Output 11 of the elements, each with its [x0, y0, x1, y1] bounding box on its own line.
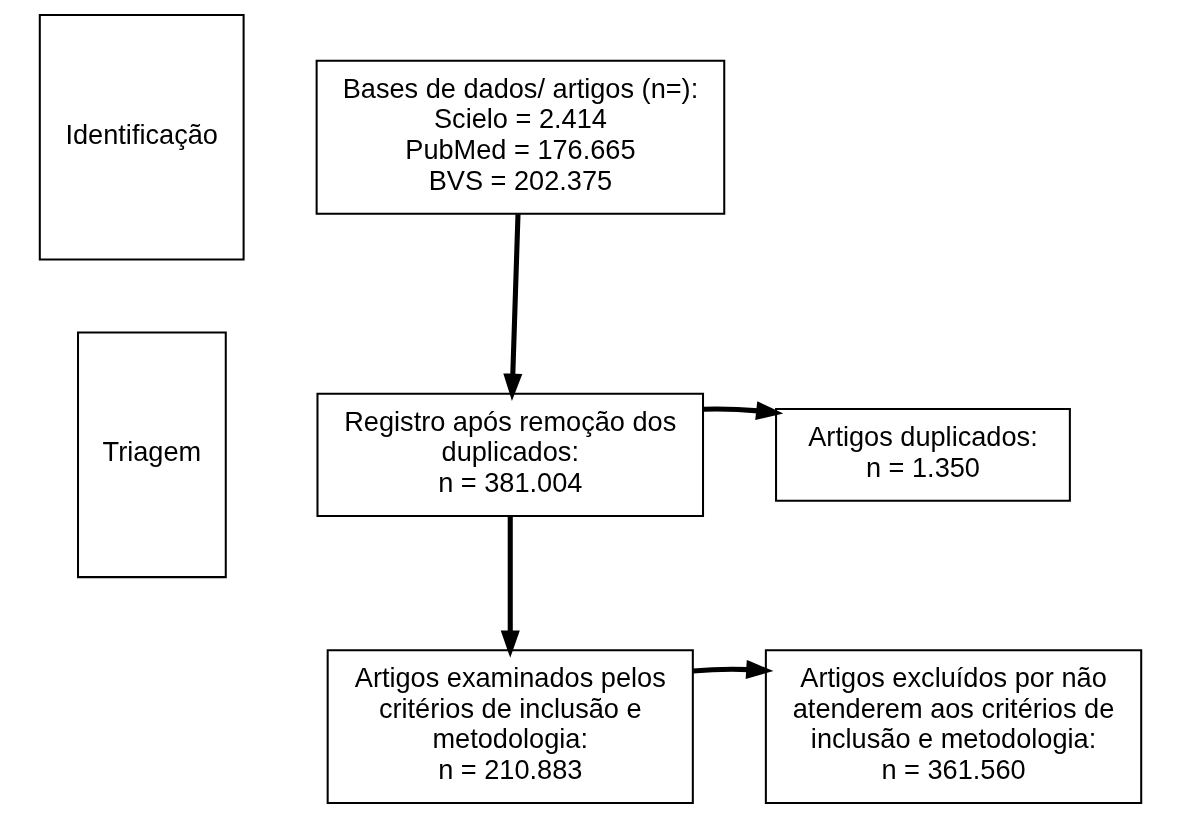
arrow [503, 214, 523, 401]
arrow [500, 516, 520, 658]
node-box: Artigos excluídos por não atenderem aos critérios de inclusão e metodologia: n = 361.560 [764, 649, 1143, 805]
node-box: Bases de dados/ artigos (n=): Scielo = 2.414 PubMed = 176.665 BVS = 202.375 [315, 59, 726, 215]
node-box: Identificação [38, 13, 245, 261]
arrow [692, 659, 774, 679]
node-box: Registro após remoção dos duplicados: n = 381.004 [316, 392, 705, 517]
node-box: Triagem [77, 331, 227, 579]
node-box: Artigos duplicados: n = 1.350 [775, 408, 1071, 502]
node-box: Artigos examinados pelos critérios de inclusão e metodologia: n = 210.883 [326, 649, 694, 805]
arrow [703, 401, 784, 421]
